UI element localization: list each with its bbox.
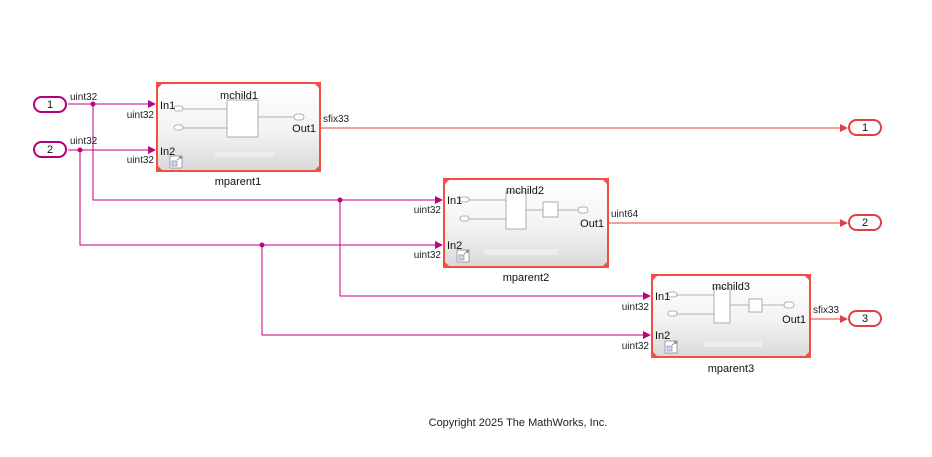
outport-2[interactable]: 2 [848,214,882,231]
block-mparent2[interactable]: mchild2 In1 In2 Out1 mparent2 [443,178,609,284]
inport-1-number: 1 [47,99,53,111]
block-mparent3-name: mparent3 [708,363,754,375]
arrowhead [148,100,156,108]
arrowhead [840,315,848,323]
outport-1[interactable]: 1 [848,119,882,136]
outport-2-number: 2 [862,217,868,229]
port-in2-label: In2 [447,240,462,252]
inport-1[interactable]: 1 [33,96,67,113]
mchild3-label: mchild3 [712,281,750,293]
arrowhead [435,241,443,249]
signal-type-labels: uint32 uint32 uint32 uint32 sfix33 uint3… [70,92,840,352]
signal-type-label: uint32 [622,302,650,313]
arrowhead [643,331,651,339]
inport-2-number: 2 [47,144,53,156]
mchild2-label: mchild2 [506,185,544,197]
input-arrowheads [148,100,651,339]
signal-lines [68,103,648,336]
arrowhead [840,219,848,227]
signal-type-label: sfix33 [323,114,350,125]
mchild3-thumbnail [667,287,795,324]
branch-dot [259,242,265,248]
signal-type-label: uint64 [611,209,639,220]
signal-line-in2-p2[interactable] [79,150,440,246]
inport-2[interactable]: 2 [33,141,67,158]
block-mparent3[interactable]: mchild3 In1 In2 Out1 mparent3 [651,274,811,375]
port-in1-label: In1 [447,195,462,207]
port-out1-label: Out1 [782,314,806,326]
branch-points [77,101,343,248]
outport-3[interactable]: 3 [848,310,882,327]
model-reference-icon [664,340,678,354]
signal-type-label: uint32 [70,136,98,147]
signal-type-label: uint32 [127,110,155,121]
signal-type-label: uint32 [127,155,155,166]
branch-dot [77,147,83,153]
signal-type-label: uint32 [414,205,442,216]
signal-type-label: uint32 [414,250,442,261]
signal-line-branch-p3-in2[interactable] [261,245,648,336]
progress-strip [215,152,275,157]
mchild1-thumbnail [173,99,305,138]
block-mparent1-name: mparent1 [215,176,261,188]
block-mparent2-name: mparent2 [503,272,549,284]
model-reference-icon [169,155,183,169]
arrowhead [643,292,651,300]
port-in2-label: In2 [160,146,175,158]
branch-dot [337,197,343,203]
progress-strip [484,249,558,255]
output-arrowheads [840,124,848,323]
signal-type-label: uint32 [622,341,650,352]
outport-3-number: 3 [862,313,868,325]
progress-strip [704,341,762,347]
output-lines [320,127,844,320]
outport-1-number: 1 [862,122,868,134]
port-in1-label: In1 [160,100,175,112]
port-out1-label: Out1 [580,218,604,230]
arrowhead [435,196,443,204]
copyright-text: Copyright 2025 The MathWorks, Inc. [429,417,608,429]
signal-line-in1-p2[interactable] [92,104,440,201]
block-mparent1[interactable]: mchild1 In1 In2 Out1 mparent1 [156,82,321,188]
model-reference-icon [456,249,470,263]
port-out1-label: Out1 [292,123,316,135]
branch-dot [90,101,96,107]
port-in2-label: In2 [655,330,670,342]
arrowhead [840,124,848,132]
arrowhead [148,146,156,154]
signal-type-label: uint32 [70,92,98,103]
port-in1-label: In1 [655,291,670,303]
mchild2-thumbnail [459,191,589,230]
mchild1-label: mchild1 [220,90,258,102]
signal-line-branch-p3-in1[interactable] [339,200,648,297]
signal-type-label: sfix33 [813,305,840,316]
